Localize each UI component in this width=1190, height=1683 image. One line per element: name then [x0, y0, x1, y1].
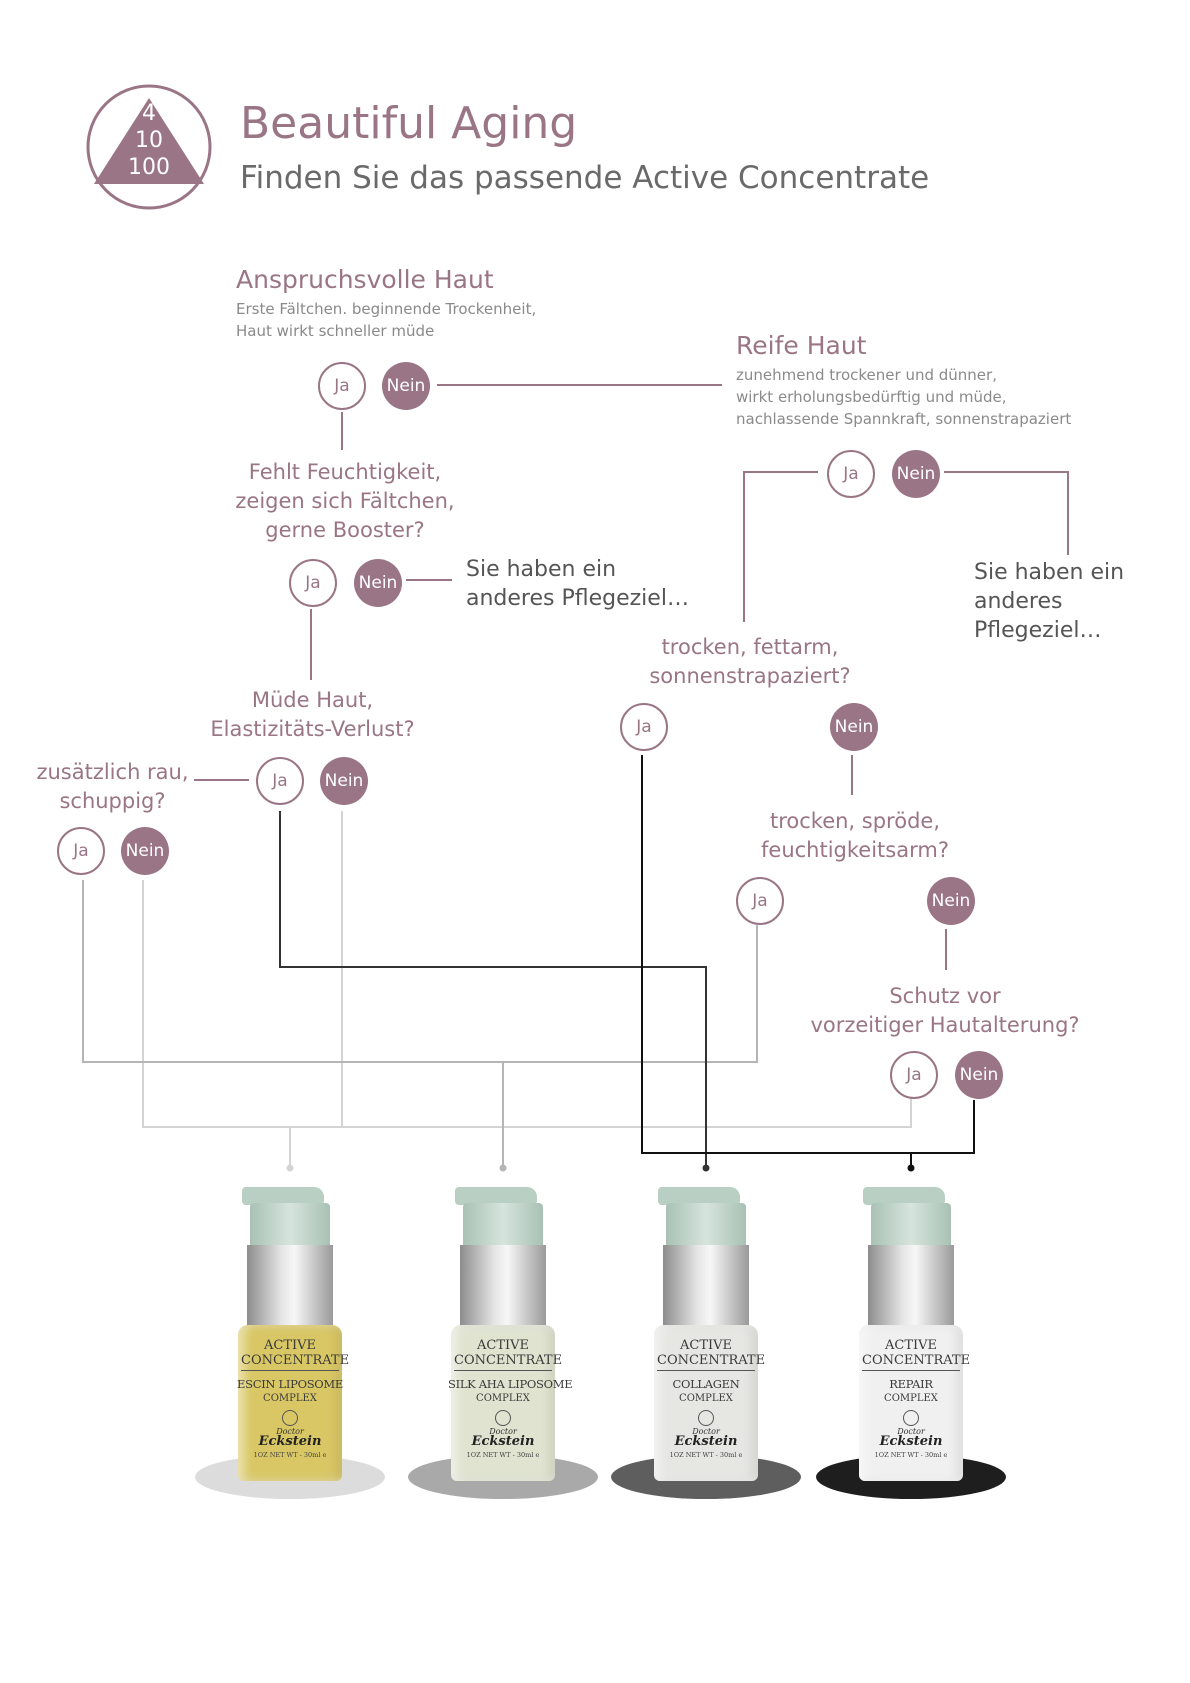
logo-number-100: 100: [128, 155, 170, 180]
product-sub: COMPLEX: [263, 1393, 317, 1404]
bottle-metal-collar: [460, 1245, 546, 1327]
product-volume: 1OZ NET WT - 30ml e: [466, 1451, 540, 1459]
connector-mature-ja: [743, 471, 818, 622]
product-4: ACTIVE CONCENTRATE REPAIR COMPLEX Doctor…: [811, 1185, 1011, 1515]
mature-no-button[interactable]: Nein: [892, 450, 940, 498]
rough-no-button[interactable]: Nein: [121, 827, 169, 875]
bottle-metal-collar: [663, 1245, 749, 1327]
product-line1: ACTIVE: [263, 1338, 317, 1353]
product-name: ESCIN LIPOSOME: [237, 1377, 343, 1391]
brand-seal-icon: [698, 1410, 714, 1426]
logo-number-10: 10: [135, 128, 163, 153]
bottle-glass: [238, 1325, 342, 1481]
product-3: ACTIVE CONCENTRATE COLLAGEN COMPLEX Doct…: [606, 1185, 806, 1515]
product-brand: Eckstein: [674, 1434, 738, 1449]
route-to-silk: [82, 880, 758, 1063]
brand-seal-icon: [282, 1410, 298, 1426]
product-sub: COMPLEX: [884, 1393, 938, 1404]
product-brand: Eckstein: [879, 1434, 943, 1449]
route-to-repair: [641, 755, 975, 1154]
branch-mature-description: zunehmend trockener und dünner, wirkt er…: [736, 366, 1072, 428]
bottle-pump-neck: [250, 1203, 330, 1249]
product-line2: CONCENTRATE: [454, 1353, 562, 1371]
dry-lipid-yes-button[interactable]: Ja: [620, 703, 668, 751]
dry-lipid-no-button[interactable]: Nein: [830, 703, 878, 751]
question-protection: Schutz vor vorzeitiger Hautalterung?: [810, 984, 1080, 1037]
mature-yes-button[interactable]: Ja: [827, 450, 875, 498]
page-title: Beautiful Aging: [240, 98, 578, 149]
product-volume: 1OZ NET WT - 30ml e: [874, 1451, 948, 1459]
branch-demanding-title: Anspruchsvolle Haut: [236, 265, 494, 294]
product-brand-top: Doctor: [692, 1427, 720, 1436]
branch-demanding-description: Erste Fältchen. beginnende Trockenheit, …: [236, 300, 537, 340]
moisture-yes-button[interactable]: Ja: [289, 559, 337, 607]
branch-mature-title: Reife Haut: [736, 331, 867, 360]
tired-no-button[interactable]: Nein: [320, 757, 368, 805]
question-moisture: Fehlt Feuchtigkeit, zeigen sich Fältchen…: [235, 460, 455, 542]
product-brand-top: Doctor: [276, 1427, 304, 1436]
product-sub: COMPLEX: [679, 1393, 733, 1404]
product-brand: Eckstein: [258, 1434, 322, 1449]
product-line2: CONCENTRATE: [657, 1353, 765, 1371]
brand-seal-icon: [903, 1410, 919, 1426]
page-subtitle: Finden Sie das passende Active Concentra…: [240, 160, 930, 196]
product-1: ACTIVE CONCENTRATE ESCIN LIPOSOME COMPLE…: [190, 1185, 390, 1515]
connector-mature-nein: [944, 471, 1069, 555]
route-to-escin: [142, 880, 912, 1128]
rough-yes-button[interactable]: Ja: [57, 827, 105, 875]
product-2: ACTIVE CONCENTRATE SILK AHA LIPOSOME COM…: [403, 1185, 603, 1515]
question-rough: zusätzlich rau, schuppig?: [36, 760, 189, 813]
demanding-no-button[interactable]: Nein: [382, 362, 430, 410]
product-line1: ACTIVE: [679, 1338, 733, 1353]
demanding-yes-button[interactable]: Ja: [318, 362, 366, 410]
bottle-pump-neck: [666, 1203, 746, 1249]
other-goal-left: Sie haben ein anderes Pflegeziel…: [466, 557, 689, 611]
product-volume: 1OZ NET WT - 30ml e: [669, 1451, 743, 1459]
bottle-glass: [654, 1325, 758, 1481]
product-brand-top: Doctor: [897, 1427, 925, 1436]
product-brand: Eckstein: [471, 1434, 535, 1449]
question-dry-brittle: trocken, spröde, feuchtigkeitsarm?: [761, 809, 949, 862]
dry-brittle-yes-button[interactable]: Ja: [736, 877, 784, 925]
logo-number-4: 4: [142, 101, 156, 126]
brand-seal-icon: [495, 1410, 511, 1426]
route-to-collagen: [279, 811, 707, 1166]
bottle-pump-cap: [242, 1187, 324, 1205]
protection-yes-button[interactable]: Ja: [890, 1051, 938, 1099]
bottle-glass: [859, 1325, 963, 1481]
bottle-pump-cap: [863, 1187, 945, 1205]
product-line2: CONCENTRATE: [241, 1353, 349, 1371]
bottle-metal-collar: [868, 1245, 954, 1327]
dry-brittle-no-button[interactable]: Nein: [927, 877, 975, 925]
product-brand-top: Doctor: [489, 1427, 517, 1436]
product-name: SILK AHA LIPOSOME: [448, 1377, 573, 1391]
product-name: COLLAGEN: [672, 1377, 740, 1391]
product-line1: ACTIVE: [476, 1338, 530, 1353]
protection-no-button[interactable]: Nein: [955, 1051, 1003, 1099]
product-sub: COMPLEX: [476, 1393, 530, 1404]
bottle-glass: [451, 1325, 555, 1481]
tired-yes-button[interactable]: Ja: [256, 757, 304, 805]
age-triangle-logo: 4 10 100: [86, 84, 212, 210]
bottle-pump-cap: [658, 1187, 740, 1205]
product-line2: CONCENTRATE: [862, 1353, 970, 1371]
bottle-metal-collar: [247, 1245, 333, 1327]
product-volume: 1OZ NET WT - 30ml e: [253, 1451, 327, 1459]
moisture-no-button[interactable]: Nein: [354, 559, 402, 607]
product-line1: ACTIVE: [884, 1338, 938, 1353]
bottle-pump-neck: [871, 1203, 951, 1249]
question-dry-lipid: trocken, fettarm, sonnenstrapaziert?: [649, 635, 851, 688]
bottle-pump-neck: [463, 1203, 543, 1249]
other-goal-right: Sie haben ein anderes Pflegeziel…: [974, 560, 1125, 643]
bottle-pump-cap: [455, 1187, 537, 1205]
question-tired: Müde Haut, Elastizitäts-Verlust?: [210, 688, 415, 741]
product-name: REPAIR: [889, 1377, 933, 1391]
